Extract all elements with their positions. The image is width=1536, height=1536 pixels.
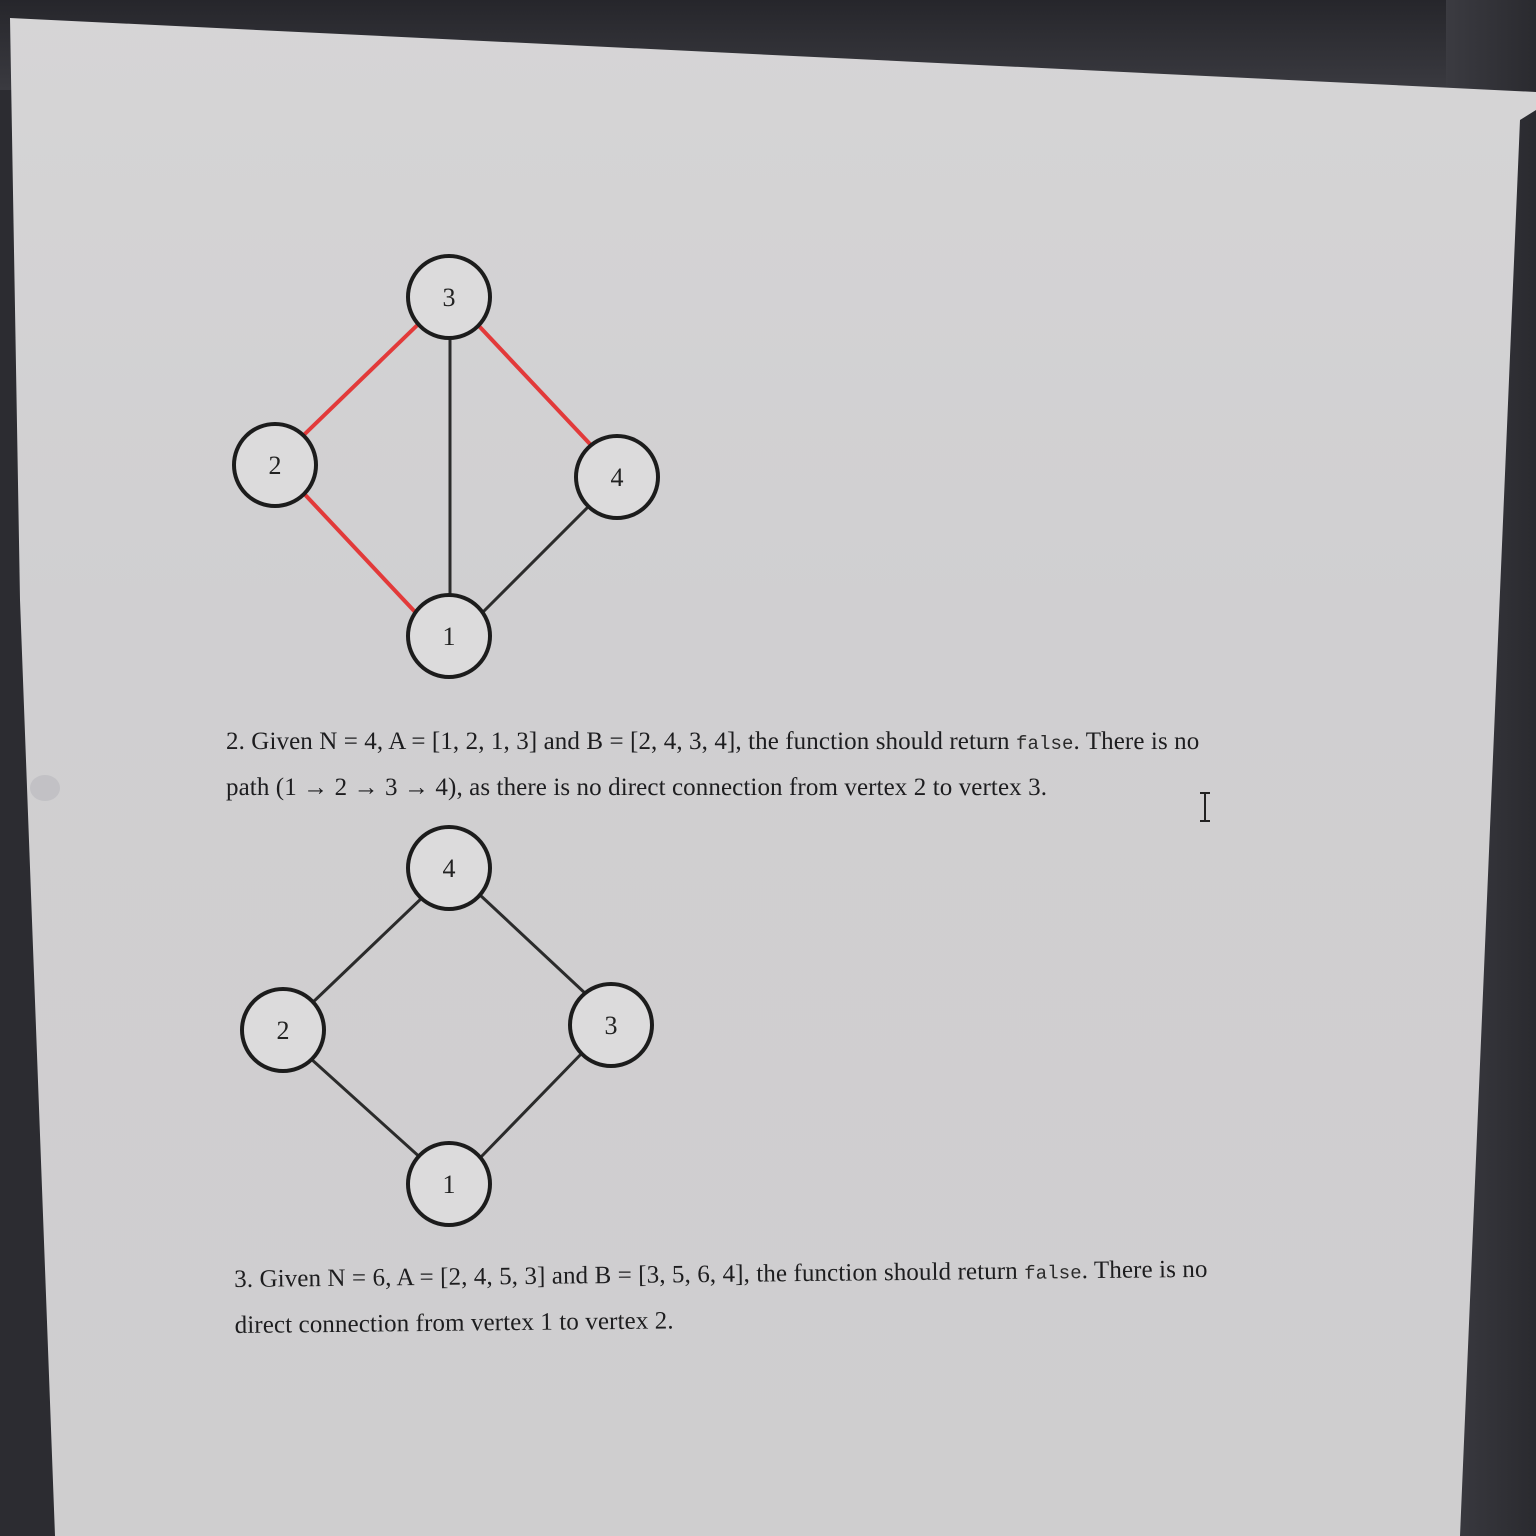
graph-example-1: 3 2 4 1 bbox=[220, 250, 680, 700]
edge-3-4 bbox=[460, 306, 607, 462]
edge-2-1 bbox=[308, 1056, 425, 1162]
example-2-text-start: 2. Given N = 4, A = [1, 2, 1, 3] and B =… bbox=[226, 728, 1016, 755]
edge-4-2 bbox=[308, 893, 427, 1007]
vertex-1: 1 bbox=[406, 1141, 492, 1227]
vertex-label: 3 bbox=[605, 1011, 618, 1040]
vertex-4: 4 bbox=[406, 825, 492, 911]
vertex-1: 1 bbox=[406, 593, 492, 679]
text-cursor-icon bbox=[1197, 790, 1213, 824]
example-2-text-end: . There is no bbox=[1073, 728, 1200, 755]
edge-3-1 bbox=[478, 1048, 587, 1160]
vertex-label: 1 bbox=[443, 1170, 456, 1199]
vertex-4: 4 bbox=[574, 434, 660, 520]
vertex-label: 4 bbox=[611, 463, 624, 492]
example-2-line-1: 2. Given N = 4, A = [1, 2, 1, 3] and B =… bbox=[226, 720, 1376, 766]
vertex-label: 2 bbox=[269, 451, 282, 480]
example-2-line-2: path (1 → 2 → 3 → 4), as there is no dir… bbox=[226, 774, 1048, 801]
edge-4-3 bbox=[478, 893, 589, 997]
example-2-return-value: false bbox=[1016, 733, 1074, 755]
screen-glare bbox=[30, 775, 60, 801]
graph-example-2: 4 2 3 1 bbox=[225, 820, 685, 1240]
vertex-label: 3 bbox=[443, 283, 456, 312]
example-2-text: 2. Given N = 4, A = [1, 2, 1, 3] and B =… bbox=[226, 720, 1376, 809]
vertex-2: 2 bbox=[232, 422, 318, 508]
vertex-label: 2 bbox=[277, 1016, 290, 1045]
vertex-label: 4 bbox=[443, 854, 456, 883]
example-3-text-start: 3. Given N = 6, A = [2, 4, 5, 3] and B =… bbox=[234, 1257, 1025, 1293]
example-3-return-value: false bbox=[1024, 1262, 1082, 1285]
vertex-label: 1 bbox=[443, 622, 456, 651]
example-3-text: 3. Given N = 6, A = [2, 4, 5, 3] and B =… bbox=[234, 1246, 1355, 1347]
vertex-2: 2 bbox=[240, 987, 326, 1073]
vertex-3: 3 bbox=[568, 982, 654, 1068]
edge-3-2 bbox=[278, 306, 437, 460]
example-3-text-end: . There is no bbox=[1081, 1255, 1208, 1285]
vertex-3: 3 bbox=[406, 254, 492, 340]
